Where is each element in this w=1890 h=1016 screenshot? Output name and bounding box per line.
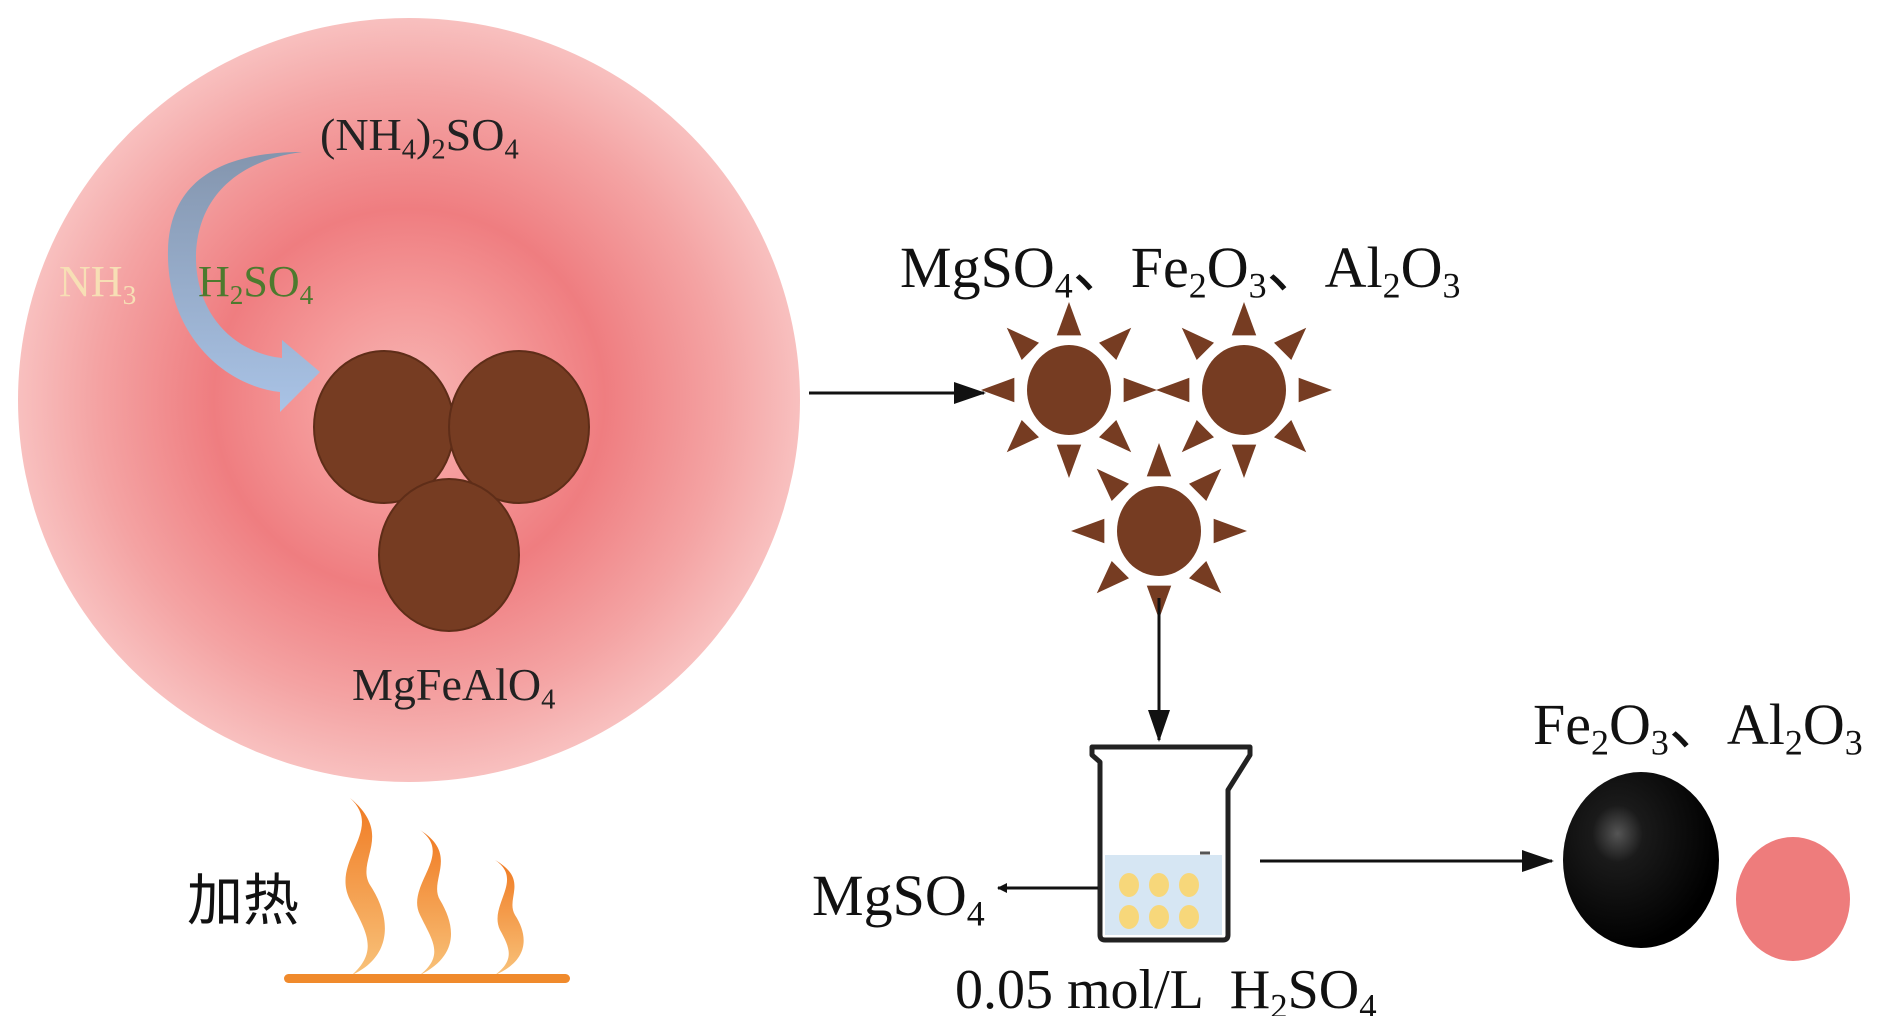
nh3-label: NH3 — [59, 257, 136, 310]
sun-ray — [1006, 327, 1039, 360]
sun-ray — [1274, 327, 1307, 360]
sun-ray — [1099, 420, 1132, 453]
recycle-arrow — [167, 112, 320, 412]
leaching-solution-label: 0.05 mol/L H2SO4 — [955, 959, 1377, 1016]
ammonium-sulfate-label: (NH4)2SO4 — [320, 109, 519, 165]
sulfated-particles — [981, 302, 1332, 619]
sun-ray — [1071, 518, 1105, 544]
sun-ray — [1231, 444, 1257, 478]
sun-ray — [1189, 468, 1222, 501]
sun-ray — [1156, 377, 1190, 403]
sun-ray — [1123, 377, 1157, 403]
residue-label: Fe2O3、Al2O3 — [1533, 692, 1863, 762]
h2so4-label: H2SO4 — [198, 257, 314, 310]
sulfated-particle — [1071, 443, 1247, 619]
sun-ray — [1231, 302, 1257, 336]
reactor: (NH4)2SO4 NH3 H2SO4 MgFeAlO4 — [18, 18, 800, 782]
sun-ray — [1099, 327, 1132, 360]
sun-ray — [981, 377, 1015, 403]
beaker-icon — [1089, 744, 1253, 943]
sulfated-products-label: MgSO4、Fe2O3、Al2O3 — [900, 235, 1460, 305]
mgfealo4-label: MgFeAlO4 — [352, 659, 555, 715]
al2o3-particle — [1736, 837, 1850, 961]
flame-icon — [345, 798, 524, 975]
sun-ray — [1298, 377, 1332, 403]
particle — [378, 478, 520, 632]
sun-ray — [1096, 561, 1129, 594]
sulfated-particle — [981, 302, 1157, 478]
sun-ray — [1274, 420, 1307, 453]
filtrate-label: MgSO4 — [812, 863, 985, 933]
sun-ray — [1096, 468, 1129, 501]
fe2o3-particle — [1563, 772, 1719, 948]
sulfated-particle — [1156, 302, 1332, 478]
particle — [448, 350, 590, 504]
sun-ray — [1056, 302, 1082, 336]
hot-plate — [284, 974, 570, 983]
sun-ray — [1189, 561, 1222, 594]
heat-source: 加热 — [187, 798, 570, 983]
mgfealo4-particles — [313, 350, 590, 632]
sun-ray — [1056, 444, 1082, 478]
sun-ray — [1181, 420, 1214, 453]
sun-ray — [1146, 443, 1172, 477]
sun-ray — [1181, 327, 1214, 360]
sun-ray — [1213, 518, 1247, 544]
sun-ray — [1006, 420, 1039, 453]
heat-label: 加热 — [187, 871, 299, 933]
